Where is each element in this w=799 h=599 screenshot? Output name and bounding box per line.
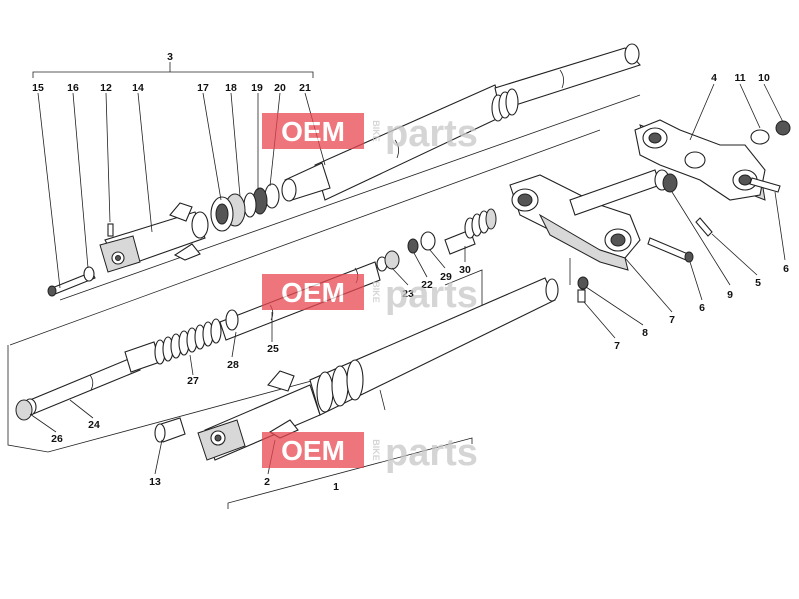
callout-14: 13 <box>149 476 161 488</box>
callout-26: 25 <box>267 343 279 355</box>
callout-19: 18 <box>225 82 237 94</box>
watermark-top: OEM BIKE parts <box>262 113 478 155</box>
group-bracket-1 <box>227 437 473 509</box>
callout-5: 5 <box>755 277 761 289</box>
callout-21: 20 <box>274 82 286 94</box>
svg-text:parts: parts <box>385 432 478 474</box>
callout-29: 28 <box>227 359 239 371</box>
callout-27: 26 <box>51 433 63 445</box>
svg-text:BIKE: BIKE <box>371 120 381 142</box>
leader-lines <box>29 83 786 475</box>
callout-3: 3 <box>167 51 173 63</box>
callout-18: 17 <box>197 82 209 94</box>
callout-4: 4 <box>711 72 717 84</box>
callout-10: 9 <box>727 289 733 301</box>
callout-9: 8 <box>642 327 648 339</box>
svg-text:BIKE: BIKE <box>371 439 381 461</box>
svg-text:OEM: OEM <box>281 435 345 466</box>
callout-7: 7 <box>669 314 675 326</box>
callout-8: 7 <box>614 340 620 352</box>
watermark-middle: OEM BIKE parts <box>262 274 478 316</box>
watermark-bottom: OEM BIKE parts <box>262 432 478 474</box>
callout-15: 14 <box>132 82 144 94</box>
callout-1: 1 <box>333 481 339 493</box>
callout-16: 15 <box>32 82 44 94</box>
callout-20: 19 <box>251 82 263 94</box>
callout-25: 24 <box>88 419 100 431</box>
upper-triple-clamp <box>634 119 791 201</box>
callout-6-right: 6 <box>783 263 789 275</box>
callout-6-mid: 6 <box>699 302 705 314</box>
damper-assembly <box>15 208 497 421</box>
callout-31: 30 <box>459 264 471 276</box>
svg-text:parts: parts <box>385 113 478 155</box>
svg-text:BIKE: BIKE <box>371 281 381 303</box>
callout-13: 12 <box>100 82 112 94</box>
callout-28: 27 <box>187 375 199 387</box>
upper-fork-assembly <box>9 43 641 346</box>
callout-labels: 3 15 16 12 14 17 18 19 20 21 4 11 10 6 5… <box>32 51 789 493</box>
callout-11: 10 <box>758 72 770 84</box>
group-bracket-3 <box>32 62 314 78</box>
svg-text:OEM: OEM <box>281 277 345 308</box>
callout-23: 22 <box>421 279 433 291</box>
callout-17: 16 <box>67 82 79 94</box>
callout-2: 2 <box>264 476 270 488</box>
lower-triple-clamp <box>509 169 781 303</box>
callout-12: 11 <box>734 72 745 84</box>
callout-22: 21 <box>299 82 311 94</box>
svg-text:parts: parts <box>385 274 478 316</box>
svg-text:OEM: OEM <box>281 116 345 147</box>
group-bracket-2 <box>7 269 483 453</box>
callout-24: 23 <box>402 288 414 300</box>
callout-30: 29 <box>440 271 452 283</box>
